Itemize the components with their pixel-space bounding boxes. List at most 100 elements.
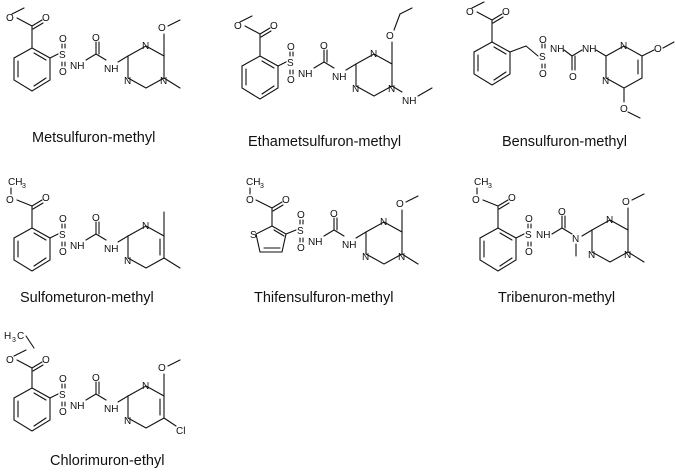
atom-n-ring1: N bbox=[142, 41, 149, 52]
atom-o-carbonyl: O bbox=[502, 7, 510, 18]
atom-o-s1: O bbox=[59, 34, 67, 45]
atom-nh-2: NH bbox=[342, 240, 356, 251]
atom-nh-1: NH bbox=[536, 230, 550, 241]
atom-h3c-c: C bbox=[17, 331, 24, 342]
atom-h3c: H bbox=[4, 331, 11, 342]
atom-n-methyl: N bbox=[572, 234, 579, 245]
atom-o-s2: O bbox=[59, 67, 67, 78]
atom-o-s1: O bbox=[525, 214, 533, 225]
atom-nh-1: NH bbox=[70, 61, 84, 72]
atom-n-ring3: N bbox=[160, 76, 167, 87]
atom-o-methyl: O bbox=[6, 13, 14, 24]
atom-o-s1: O bbox=[297, 210, 305, 221]
atom-o-methyl: O bbox=[234, 21, 242, 32]
atom-nh-1: NH bbox=[298, 69, 312, 80]
atom-o-ethyl: O bbox=[6, 355, 14, 366]
atom-n-ring2: N bbox=[602, 76, 609, 87]
atom-o-s2: O bbox=[287, 75, 295, 86]
atom-o-methoxy1: O bbox=[654, 44, 662, 55]
atom-o-s2: O bbox=[539, 69, 547, 80]
atom-s: S bbox=[59, 230, 66, 241]
atom-n-ring1: N bbox=[142, 381, 149, 392]
atom-s: S bbox=[539, 52, 546, 63]
caption-ethametsulfuron-methyl: Ethametsulfuron-methyl bbox=[248, 134, 401, 150]
atom-o-s2: O bbox=[525, 247, 533, 258]
structure-ethametsulfuron-methyl: O O S O O NH O NH N N N O NH bbox=[234, 7, 433, 107]
atom-nh-2: NH bbox=[332, 72, 346, 83]
atom-o-s1: O bbox=[59, 374, 67, 385]
atom-o-methyl: O bbox=[466, 7, 474, 18]
atom-ch3: CH bbox=[8, 177, 22, 188]
atom-o-s1: O bbox=[287, 42, 295, 53]
atom-o-urea: O bbox=[330, 209, 338, 220]
atom-nh-2: NH bbox=[582, 44, 596, 55]
atom-o-urea: O bbox=[558, 207, 566, 218]
atom-n-ring2: N bbox=[352, 84, 359, 95]
atom-n-ring3: N bbox=[624, 250, 631, 261]
atom-o-s2: O bbox=[59, 247, 67, 258]
caption-chlorimuron-ethyl: Chlorimuron-ethyl bbox=[50, 453, 164, 469]
atom-ch3-sub: 3 bbox=[260, 183, 264, 190]
atom-o-methoxy2: O bbox=[620, 104, 628, 115]
atom-o-urea: O bbox=[92, 213, 100, 224]
atom-nh-2: NH bbox=[104, 64, 118, 75]
atom-ch3: CH bbox=[246, 177, 260, 188]
structure-bensulfuron-methyl: O O S O O NH O NH N N O bbox=[466, 1, 675, 119]
atom-n-ring2: N bbox=[124, 256, 131, 267]
atom-o-methyl: O bbox=[472, 195, 480, 206]
atom-s: S bbox=[297, 226, 304, 237]
atom-n-ring3: N bbox=[388, 84, 395, 95]
atom-o-methyl: O bbox=[246, 195, 254, 206]
atom-o-carbonyl: O bbox=[42, 13, 50, 24]
atom-nh-amine: NH bbox=[402, 96, 416, 107]
atom-o-s1: O bbox=[539, 35, 547, 46]
atom-o-carbonyl: O bbox=[282, 195, 290, 206]
structure-thifensulfuron-methyl: CH 3 O O S S O O NH O NH N N N O bbox=[246, 177, 419, 265]
atom-n-ring1: N bbox=[606, 215, 613, 226]
atom-o-urea: O bbox=[92, 373, 100, 384]
atom-o-methoxy: O bbox=[622, 197, 630, 208]
atom-ch3-sub: 3 bbox=[22, 183, 26, 190]
atom-o-urea: O bbox=[92, 33, 100, 44]
atom-n-ring2: N bbox=[362, 252, 369, 263]
atom-n-ring1: N bbox=[380, 217, 387, 228]
atom-o-methoxy: O bbox=[158, 23, 166, 34]
atom-n-ring2: N bbox=[124, 416, 131, 427]
atom-o-methoxy: O bbox=[158, 363, 166, 374]
atom-h3c-sub: 3 bbox=[12, 337, 16, 344]
atom-n-ring1: N bbox=[620, 41, 627, 52]
atom-s: S bbox=[59, 390, 66, 401]
atom-o-s2: O bbox=[59, 407, 67, 418]
atom-n-ring1: N bbox=[370, 49, 377, 60]
structure-chlorimuron-ethyl: H 3 C O O S O O NH O NH N N O bbox=[4, 331, 185, 437]
atom-s: S bbox=[525, 230, 532, 241]
caption-metsulfuron-methyl: Metsulfuron-methyl bbox=[32, 130, 155, 146]
atom-o-s2: O bbox=[297, 243, 305, 254]
structure-sulfometuron-methyl: CH 3 O O S O O NH O NH N N bbox=[6, 177, 181, 272]
structure-tribenuron-methyl: CH 3 O O S O O NH O N N N N O bbox=[472, 177, 645, 272]
atom-o-urea: O bbox=[320, 41, 328, 52]
atom-o-carbonyl: O bbox=[42, 193, 50, 204]
atom-o-urea: O bbox=[569, 72, 577, 83]
caption-thifensulfuron-methyl: Thifensulfuron-methyl bbox=[254, 290, 393, 306]
atom-s: S bbox=[59, 50, 66, 61]
atom-o-carbonyl: O bbox=[42, 355, 50, 366]
atom-cl: Cl bbox=[176, 426, 185, 437]
atom-s: S bbox=[287, 58, 294, 69]
atom-o-s1: O bbox=[59, 214, 67, 225]
atom-ch3-sub: 3 bbox=[488, 183, 492, 190]
atom-n-ring3: N bbox=[398, 252, 405, 263]
atom-n-ring2: N bbox=[588, 250, 595, 261]
atom-o-methyl: O bbox=[6, 195, 14, 206]
caption-tribenuron-methyl: Tribenuron-methyl bbox=[498, 290, 615, 306]
atom-o-carbonyl: O bbox=[270, 21, 278, 32]
atom-nh-1: NH bbox=[308, 237, 322, 248]
atom-s-thiophene: S bbox=[250, 230, 257, 241]
structure-metsulfuron-methyl: O O S O O NH O NH N N N O bbox=[6, 7, 181, 92]
atom-o-methoxy: O bbox=[396, 199, 404, 210]
atom-o-carbonyl: O bbox=[508, 193, 516, 204]
atom-nh-2: NH bbox=[104, 244, 118, 255]
atom-nh-2: NH bbox=[104, 404, 118, 415]
atom-nh-1: NH bbox=[70, 401, 84, 412]
